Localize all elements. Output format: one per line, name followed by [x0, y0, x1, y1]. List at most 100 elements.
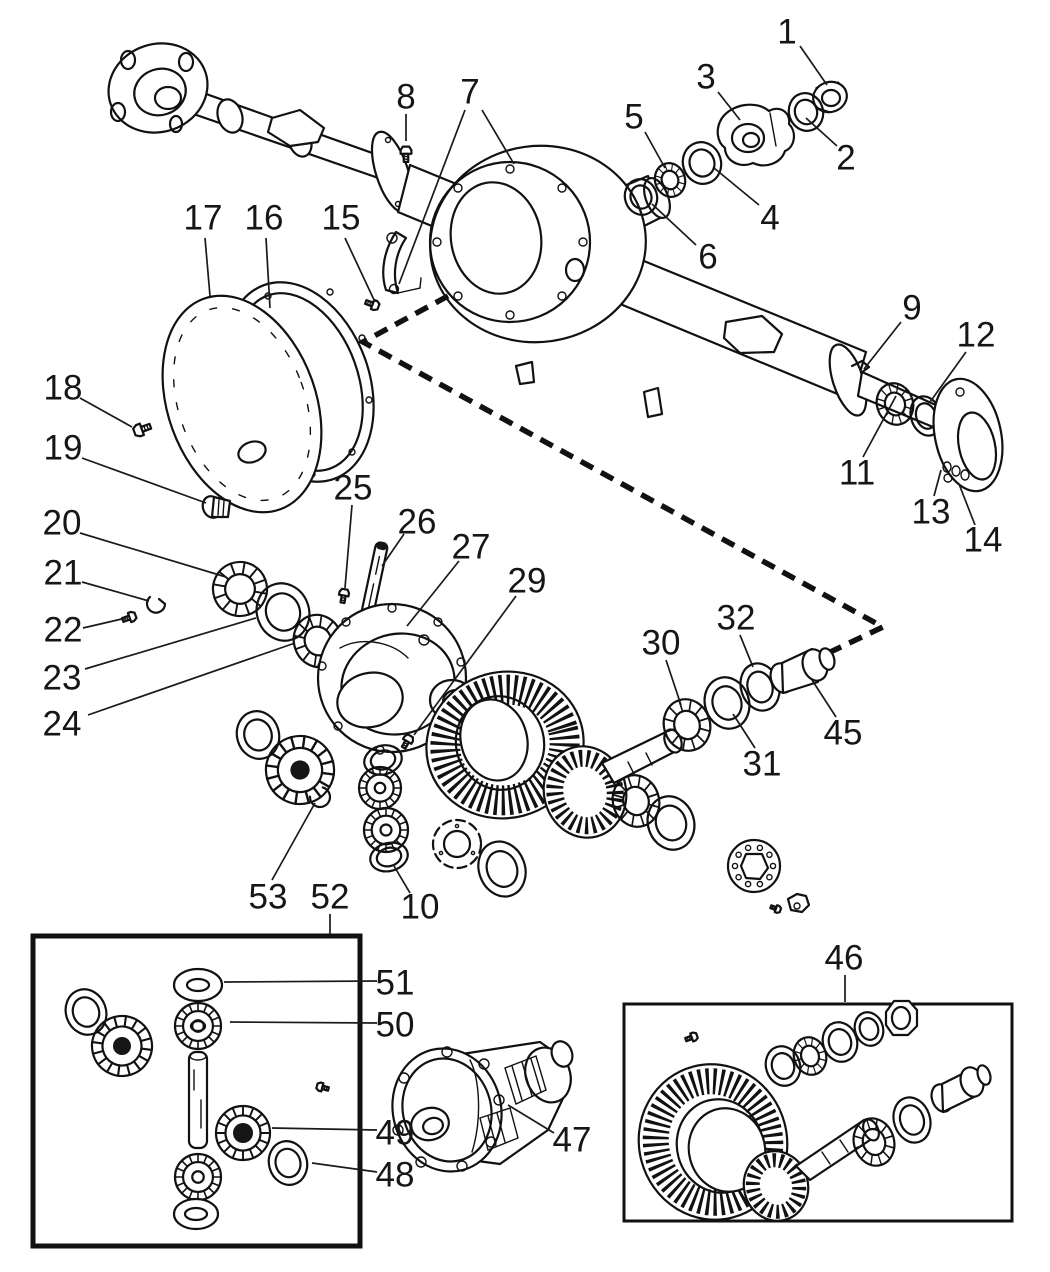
leader-line-12 [929, 351, 967, 403]
side-gear [256, 726, 344, 814]
leader-line-7-1 [481, 109, 515, 165]
leader-line-53 [271, 802, 316, 881]
leader-line-30 [665, 659, 682, 706]
leader-line-2 [805, 117, 838, 147]
leader-line-47 [507, 1104, 555, 1134]
leader-line-19 [81, 457, 207, 504]
leader-line-26 [381, 533, 405, 567]
axle-c-clip-53 [306, 783, 333, 810]
seal-23 [247, 574, 319, 650]
leader-line-31 [732, 713, 756, 749]
callout-2: 2 [836, 139, 855, 178]
callout-46: 46 [825, 939, 864, 978]
screw-22 [120, 609, 139, 626]
callout-8: 8 [396, 78, 415, 117]
callout-23: 23 [43, 659, 82, 698]
leader-line-16 [265, 237, 271, 309]
callout-25: 25 [334, 469, 373, 508]
spider-gear-upper [357, 765, 403, 811]
leader-line-10 [393, 865, 411, 894]
kit46-washer [759, 1040, 807, 1092]
callout-11: 11 [839, 454, 875, 493]
callout-29: 29 [508, 562, 547, 601]
collapsible-spacer-45 [767, 646, 837, 696]
leader-line-45 [811, 679, 837, 718]
leader-line-48 [311, 1162, 378, 1173]
leader-line-1 [799, 45, 828, 86]
kit52-pinion-shaft [189, 1052, 207, 1148]
leader-line-6 [651, 203, 697, 246]
kit46-screw [683, 1030, 700, 1045]
assembly-pointer-dashed-line [357, 293, 890, 659]
fill-plug-19 [200, 494, 230, 521]
leader-line-17 [204, 237, 211, 297]
leader-line-29 [413, 595, 517, 736]
kit46-pinion-gear [736, 1117, 882, 1228]
callout-21: 21 [44, 554, 83, 593]
leader-line-20 [79, 532, 227, 578]
retainer-clip-9 [852, 361, 869, 373]
leader-line-23 [84, 617, 257, 670]
callout-15: 15 [322, 199, 361, 238]
leader-line-51 [223, 980, 378, 983]
callout-14: 14 [964, 521, 1003, 560]
kit-box-46 [622, 1002, 1014, 1223]
callout-32: 32 [717, 599, 756, 638]
leader-line-21 [81, 581, 150, 602]
leader-line-13 [933, 469, 942, 497]
cover-and-gasket [131, 261, 400, 534]
wheel-studs-14 [942, 461, 970, 481]
callout-47: 47 [553, 1121, 592, 1160]
bracket-tab [644, 388, 662, 417]
kit52-side-gear [83, 1007, 161, 1085]
leader-line-3 [717, 91, 741, 121]
callout-19: 19 [44, 429, 83, 468]
kit52-washer-48 [262, 1135, 314, 1191]
callout-26: 26 [398, 503, 437, 542]
callout-7: 7 [460, 73, 479, 112]
leader-line-32 [739, 634, 754, 668]
bolt-25 [336, 587, 351, 605]
callout-49: 49 [376, 1114, 415, 1153]
vent-fitting-15 [363, 296, 382, 313]
kit52-spider-gear-bottom [173, 1152, 223, 1202]
callout-51: 51 [376, 964, 415, 1003]
callout-24: 24 [43, 705, 82, 744]
clip-21 [147, 597, 165, 613]
yoke-3 [718, 105, 794, 166]
callout-20: 20 [43, 504, 82, 543]
housing-cover-17 [134, 273, 350, 534]
callout-12: 12 [957, 316, 996, 355]
tone-ring [728, 840, 780, 892]
leader-line-49 [271, 1127, 378, 1131]
leader-line-50 [229, 1021, 378, 1024]
callout-45: 45 [824, 714, 863, 753]
callout-16: 16 [245, 199, 284, 238]
leader-line-25 [344, 504, 353, 589]
kit-box-52 [30, 933, 363, 1249]
case-flange-holes [392, 1046, 505, 1172]
vent-bracket [383, 232, 421, 294]
callout-18: 18 [44, 369, 83, 408]
differential-case-47 [379, 1036, 578, 1184]
leader-line-18 [79, 397, 133, 428]
axle-shaft-assembly [97, 31, 420, 217]
clamp-screw [768, 902, 783, 915]
side-gear-washer [230, 705, 286, 765]
differential-housing [417, 132, 658, 356]
callout-6: 6 [698, 238, 717, 277]
leader-line-24 [87, 642, 296, 716]
leader-line-5 [644, 131, 666, 169]
leader-line-15 [344, 237, 376, 303]
ring-and-pinion-kit-46 [621, 1001, 992, 1236]
kit52-thrust-washer-bottom [174, 1199, 218, 1229]
callout-27: 27 [452, 528, 491, 567]
spring-perch-left [268, 110, 324, 146]
kit46-pinion-nut [886, 1001, 917, 1035]
callout-53: 53 [249, 878, 288, 917]
callout-5: 5 [624, 98, 643, 137]
callout-22: 22 [44, 611, 83, 650]
callout-1: 1 [777, 13, 796, 52]
case-window-hatch [479, 1055, 547, 1151]
